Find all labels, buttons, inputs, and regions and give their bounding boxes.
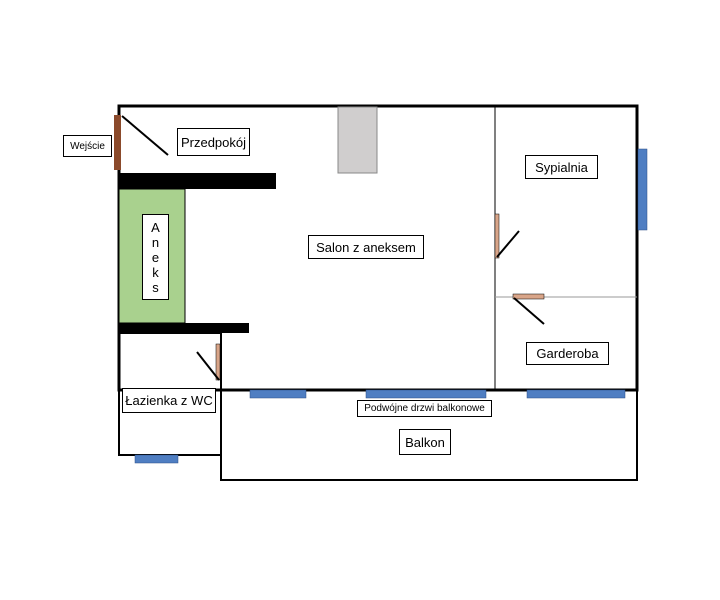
entrance-door [114,115,121,170]
chimney [337,106,378,174]
bedroom-window [637,148,648,231]
balcony-label: Balkon [399,429,451,455]
wardrobe-door [512,293,545,300]
kitchenette-label-letter: k [152,264,159,280]
balcony-door-window [365,389,487,399]
wardrobe-label: Garderoba [526,342,609,365]
hallway-label: Przedpokój [177,128,250,156]
kitchenette-label-letter: A [151,219,160,235]
kitchenette-label-letter: s [152,279,159,295]
entrance-door-swing [121,115,169,156]
bathroom-door-swing [196,351,220,381]
bedroom-door-swing [496,230,520,258]
kitchenette-label-letter: n [151,234,160,250]
bathroom-label: Łazienka z WC [122,388,216,413]
bathroom-door [215,343,221,381]
kitchenette-bottom-wall [119,323,249,333]
balcony-outline [220,390,638,481]
entrance-label: Wejście [63,135,112,157]
kitchenette-label-letter: e [151,249,160,265]
bathroom-window [134,454,179,464]
wardrobe-door-swing [513,297,545,325]
kitchenette-top-wall [119,173,276,189]
living-label: Salon z aneksem [308,235,424,259]
living-window-left [249,389,307,399]
bedroom-door [494,213,500,259]
balcony-door-label: Podwójne drzwi balkonowe [357,400,492,417]
bedroom-label: Sypialnia [525,155,598,179]
wardrobe-window [526,389,626,399]
